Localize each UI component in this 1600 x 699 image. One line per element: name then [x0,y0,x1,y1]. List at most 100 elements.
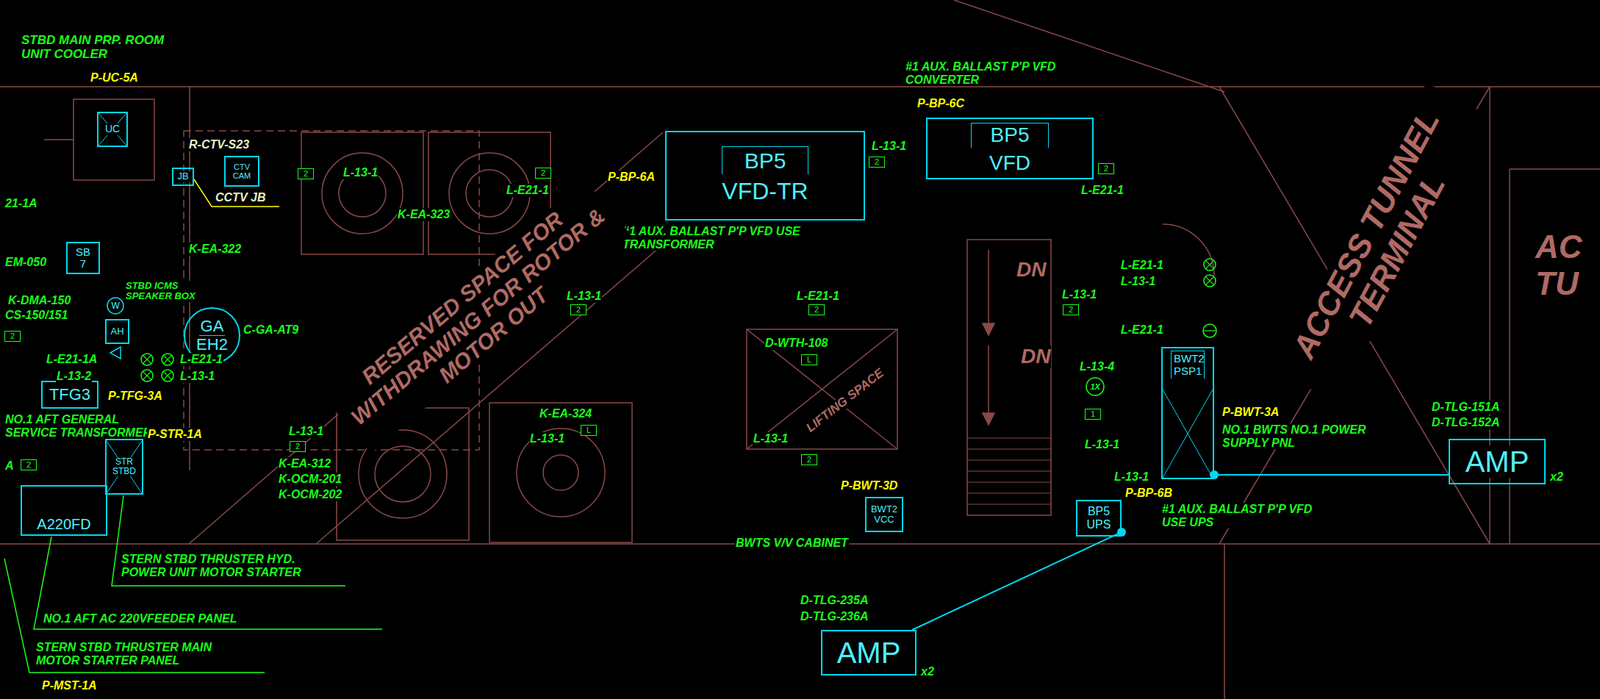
lamp-symbol [1203,274,1216,287]
equipment-code: P-STR-1A [146,427,203,441]
lamp-symbol [141,369,153,382]
machine-outline [516,428,605,517]
area-label: AC [1534,229,1584,265]
tag-label: L-E21-1 [1120,258,1165,272]
machine-outline [301,132,424,255]
fixture-number: L [801,354,818,366]
cooler-outline [73,99,155,181]
leader-line [111,495,346,586]
tag-label: L-E21-1 [1120,323,1165,337]
tag-label: #1 AUX. BALLAST P'P VFD CONVERTER [904,60,1127,86]
tag-label: L-13-1 [1084,438,1121,452]
lamp-symbol [141,353,153,366]
stair-step [967,482,1051,483]
stair-outline [967,239,1051,516]
equipment-tag: BWT2 VCC [868,504,900,526]
reserved-diagonal [188,132,663,544]
tag-label: NO.1 BWTS NO.1 POWER SUPPLY PNL [1221,423,1378,450]
leader-line [194,179,280,207]
tag-label: EM-050 [4,255,48,269]
tag-label: 1X [1089,382,1101,391]
cooler-outline [44,138,74,141]
stair-step [967,449,1051,450]
tag-label: x2 [1549,470,1564,484]
equipment-tag: STR STBD [109,457,139,477]
tag-label: D-TLG-236A [799,610,869,624]
tag-label: L-13-1 [342,166,379,180]
tag-label: STERN STBD THRUSTER HYD. POWER UNIT MOTO… [120,552,343,579]
lifting-area [746,329,898,450]
fixture-number: 2 [297,168,314,180]
stair-step [967,493,1051,494]
lamp-symbol [1203,329,1217,331]
box-cross [98,113,127,146]
lamp-symbol [142,371,151,380]
speaker-symbol [107,297,124,314]
area-label: DN [1020,345,1051,369]
box-cross [1162,389,1213,478]
equipment-box: BP5VFD [926,117,1094,180]
tag-label: NO.1 AFT AC 220VFEEDER PANEL [42,612,238,626]
equipment-box: BWT2 VCC [865,496,904,533]
area-label: ACCESS TUNNEL TERMINAL [1274,82,1490,403]
tag-label: D-TLG-151A [1430,400,1501,414]
equipment-tag: UC [103,123,122,135]
machine-outline [543,454,579,491]
speaker-symbol [110,346,121,359]
stair-step [967,504,1051,505]
equipment-tag: AH [108,326,125,337]
equipment-code: P-UC-5A [89,71,139,85]
equipment-tag: EH2 [194,335,230,354]
fixture-number: 2 [570,304,587,316]
equipment-tag: AMP [1464,445,1531,478]
tag-label: D-TLG-235A [799,593,869,608]
tag-label: K-EA-324 [538,407,593,421]
equipment-box: JB [171,167,195,186]
tag-label: D-TLG-152A [1430,415,1501,430]
fixture-number: 2 [1062,304,1079,316]
tag-label: L-13-1 [752,432,789,446]
tag-label: L-13-1 [288,424,325,439]
lamp-symbol [163,354,172,364]
tag-label: CS-150/151 [4,308,69,322]
fixture-number: 2 [801,454,818,466]
equipment-box: AMP [1448,438,1546,485]
stair-arrow [987,249,990,324]
equipment-code: P-BP-6C [916,97,965,111]
tag-label: STBD MAIN PRP. ROOM UNIT COOLER [20,33,192,62]
area-label: DN [1015,258,1047,282]
box-cross [106,440,142,494]
equipment-box: STR STBD [105,438,144,495]
equipment-box: BWT2 PSP1 [1161,346,1215,480]
equipment-code: P-BP-6A [607,170,656,184]
equipment-tag: AMP [835,636,903,669]
stair-step [967,438,1051,439]
tag-label: L-13-4 [1078,360,1115,374]
tag-label: #1 AUX. BALLAST P'P VFD USE UPS [1161,502,1332,529]
lamp-symbol [142,371,151,380]
tag-label: K-EA-312 [277,457,332,471]
tag-label: L-E21-1 [795,289,841,303]
lamp-symbol [1203,258,1216,271]
lamp-symbol [1086,377,1104,396]
stair-step [967,471,1051,472]
stair-arrow [982,323,995,336]
area-label: LIFTING SPACE [803,365,888,436]
wall-line [1508,169,1511,544]
equipment-box: BP5VFD-TR [665,130,866,221]
machine-outline [489,402,633,543]
wall-line [0,85,1600,88]
fixture-number: 1 [1084,408,1101,420]
box-cross [106,440,142,494]
fixture-number: 2 [535,167,552,179]
machine-outline [374,446,431,502]
tag-label: K-EA-323 [396,207,451,222]
lamp-symbol [161,369,174,382]
equipment-tag: BP5 UPS [1081,504,1116,531]
fixture-number: 2 [4,330,21,342]
tag-label: A [4,459,15,473]
lifting-area [746,329,898,450]
equipment-tag: JB [175,171,190,182]
